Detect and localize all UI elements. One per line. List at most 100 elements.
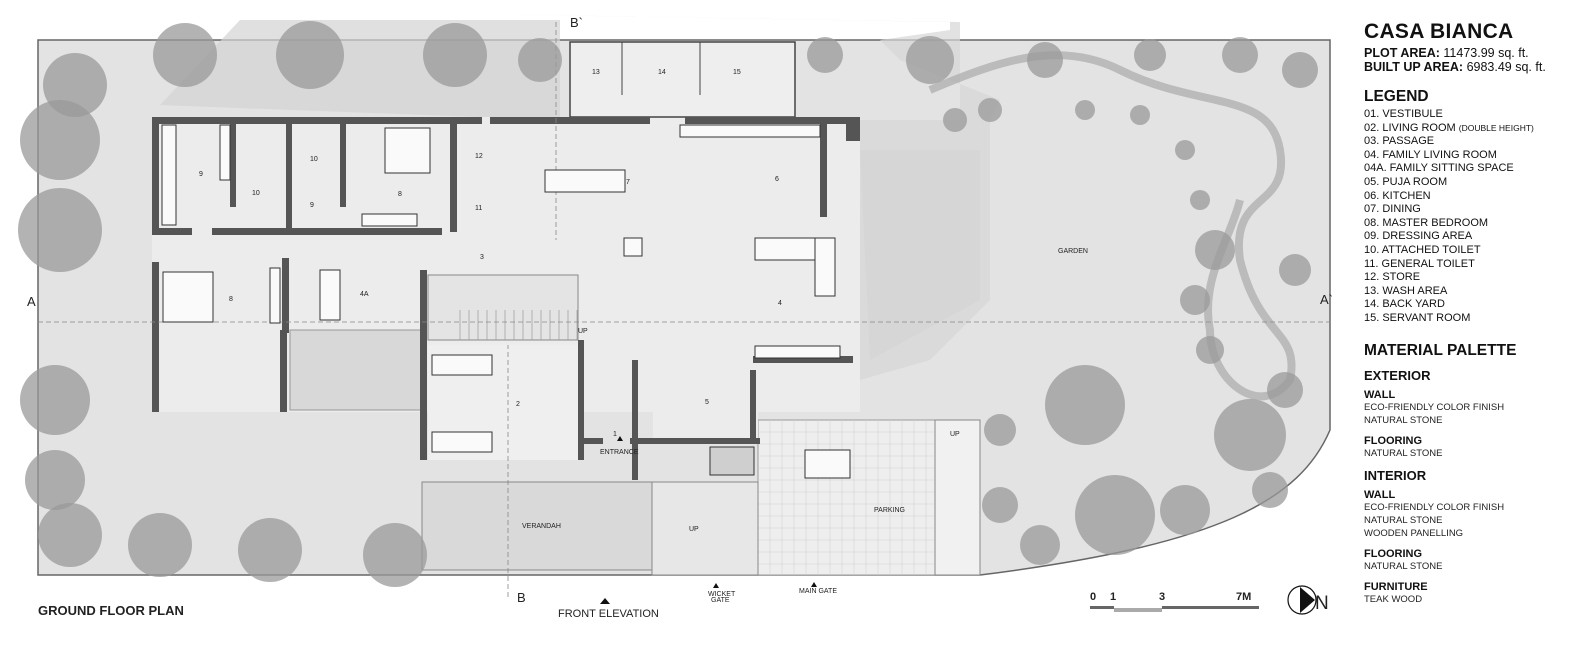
legend-item: 12. STORE <box>1364 271 1421 284</box>
room-label: 13 <box>592 69 600 76</box>
material-item: TEAK WOOD <box>1364 593 1423 605</box>
tree-icon <box>1195 230 1235 270</box>
project-title: CASA BIANCA <box>1364 20 1514 43</box>
scale-tick: 0 <box>1090 591 1096 603</box>
tree-icon <box>1267 372 1303 408</box>
tree-icon <box>1222 37 1258 73</box>
room-label: 2 <box>516 401 520 408</box>
room-label: 12 <box>475 153 483 160</box>
material-item: ECO-FRIENDLY COLOR FINISH <box>1364 501 1505 513</box>
room-label: 3 <box>480 254 484 261</box>
room-label: 10 <box>252 190 260 197</box>
garden-label: GARDEN <box>1058 248 1088 255</box>
tree-icon <box>906 36 954 84</box>
legend-item: 10. ATTACHED TOILET <box>1364 243 1481 256</box>
main-gate-label: MAIN GATE <box>799 588 837 595</box>
room-label: 15 <box>733 69 741 76</box>
room-label: 4 <box>778 300 782 307</box>
trees <box>18 21 1318 587</box>
legend-item: 05. PUJA ROOM <box>1364 175 1448 188</box>
up-label: UP <box>689 526 699 533</box>
entrance-steps <box>651 481 759 576</box>
tree-icon <box>1160 485 1210 535</box>
exterior-heading: EXTERIOR <box>1364 367 1431 383</box>
tree-icon <box>1027 42 1063 78</box>
tree-icon <box>363 523 427 587</box>
tree-icon <box>238 518 302 582</box>
scale-bar: 0 1 3 7M <box>1090 591 1259 612</box>
legend-item: 15. SERVANT ROOM <box>1364 311 1471 324</box>
exterior-wall-heading: WALL <box>1364 388 1396 401</box>
room-label: 4A <box>360 291 369 298</box>
material-item: NATURAL STONE <box>1364 560 1443 572</box>
room-label: 11 <box>475 205 482 212</box>
legend-item: 07. DINING <box>1364 203 1421 216</box>
built-up-area: BUILT UP AREA: 6983.49 sq. ft. <box>1364 60 1546 74</box>
tree-icon <box>978 98 1002 122</box>
material-palette-heading: MATERIAL PALETTE <box>1364 341 1517 359</box>
interior-wall-heading: WALL <box>1364 488 1396 501</box>
north-arrow-icon: N <box>1287 585 1329 615</box>
wicket-gate-label: GATE <box>711 597 730 604</box>
tree-icon <box>1180 285 1210 315</box>
furniture <box>161 124 851 479</box>
front-elevation-label: FRONT ELEVATION <box>558 608 659 620</box>
courtyard <box>289 329 426 411</box>
scale-tick: 3 <box>1159 591 1165 603</box>
room-label: 14 <box>658 69 666 76</box>
parking-label: PARKING <box>874 507 905 514</box>
north-label: N <box>1315 593 1329 614</box>
walls <box>152 117 860 480</box>
exterior-flooring-heading: FLOORING <box>1364 434 1423 447</box>
plan-caption: GROUND FLOOR PLAN <box>38 603 184 618</box>
section-a-label: A <box>27 294 36 309</box>
tree-icon <box>423 23 487 87</box>
scale-tick: 7M <box>1236 591 1251 603</box>
ramp <box>934 419 981 576</box>
legend-item: 04A. FAMILY SITTING SPACE <box>1364 162 1514 175</box>
material-item: NATURAL STONE <box>1364 514 1443 526</box>
scale-tick: 1 <box>1110 591 1116 603</box>
up-label: UP <box>950 431 960 438</box>
tree-icon <box>25 450 85 510</box>
legend-item: 04. FAMILY LIVING ROOM <box>1364 148 1497 161</box>
tree-icon <box>1020 525 1060 565</box>
parking-grid <box>758 420 935 575</box>
puja-room <box>653 362 758 438</box>
legend-item: 03. PASSAGE <box>1364 135 1435 148</box>
section-b-label: B <box>517 590 526 605</box>
material-item: WOODEN PANELLING <box>1364 527 1464 539</box>
legend-item: 13. WASH AREA <box>1364 284 1448 297</box>
tree-icon <box>984 414 1016 446</box>
room-label: 6 <box>775 176 779 183</box>
material-item: NATURAL STONE <box>1364 414 1443 426</box>
tree-icon <box>807 37 843 73</box>
section-a-right-label: A` <box>1320 292 1333 307</box>
tree-icon <box>153 23 217 87</box>
legend-heading: LEGEND <box>1364 88 1429 105</box>
shadow-area <box>160 20 560 120</box>
legend-item: 02. LIVING ROOM (DOUBLE HEIGHT) <box>1364 121 1534 134</box>
tree-icon <box>1134 39 1166 71</box>
room-label: 8 <box>229 296 233 303</box>
tree-icon <box>20 100 100 180</box>
tree-icon <box>1190 190 1210 210</box>
material-item: ECO-FRIENDLY COLOR FINISH <box>1364 401 1505 413</box>
room-label: 1 <box>613 431 617 438</box>
tree-icon <box>276 21 344 89</box>
legend-item: 06. KITCHEN <box>1364 189 1431 202</box>
tree-icon <box>20 365 90 435</box>
legend-item: 01. VESTIBULE <box>1364 108 1443 120</box>
tree-icon <box>1175 140 1195 160</box>
room-label: 7 <box>626 179 630 186</box>
room-label: 10 <box>310 156 318 163</box>
interior-heading: INTERIOR <box>1364 467 1427 483</box>
tree-icon <box>518 38 562 82</box>
tree-icon <box>1045 365 1125 445</box>
verandah-label: VERANDAH <box>522 523 561 530</box>
furniture-heading: FURNITURE <box>1364 580 1428 593</box>
legend-item: 14. BACK YARD <box>1364 298 1445 311</box>
service-block <box>569 41 796 118</box>
material-item: NATURAL STONE <box>1364 447 1443 459</box>
